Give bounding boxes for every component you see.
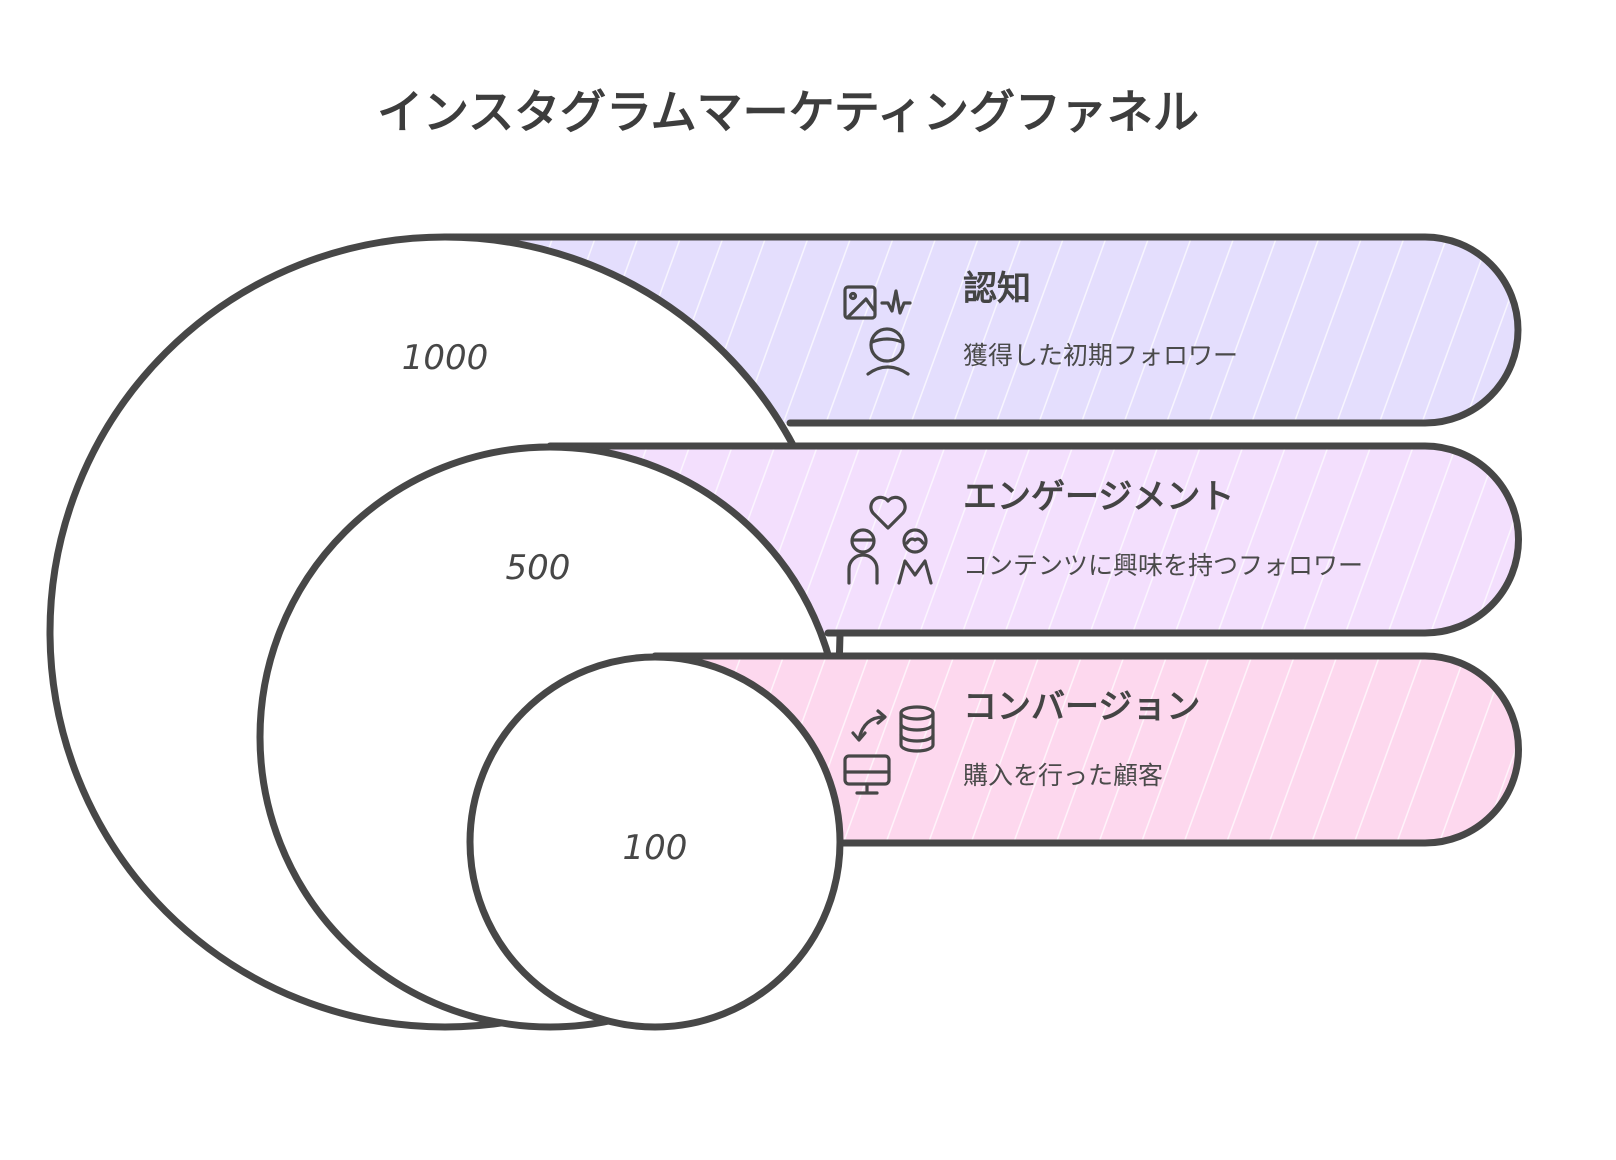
- stage-description-awareness: 獲得した初期フォロワー: [963, 341, 1238, 370]
- image-waveform-person-icon: [843, 285, 912, 376]
- stage-heading-conversion: コンバージョン: [963, 687, 1200, 727]
- diagram-title: インスタグラムマーケティングファネル: [377, 85, 1199, 139]
- stage-heading-awareness: 認知: [963, 269, 1031, 309]
- funnel-circle-conversion: [466, 653, 844, 1031]
- stage-description-engagement: コンテンツに興味を持つフォロワー: [963, 551, 1363, 580]
- stage-value-awareness: 1000: [402, 338, 489, 378]
- stage-description-conversion: 購入を行った顧客: [963, 761, 1163, 790]
- stage-value-conversion: 100: [623, 828, 688, 868]
- stage-value-engagement: 500: [506, 548, 571, 588]
- stage-band-conversion: [651, 652, 1522, 847]
- computer-database-exchange-icon: [843, 705, 935, 795]
- heart-two-people-icon: [847, 495, 933, 585]
- stage-heading-engagement: エンゲージメント: [963, 477, 1234, 517]
